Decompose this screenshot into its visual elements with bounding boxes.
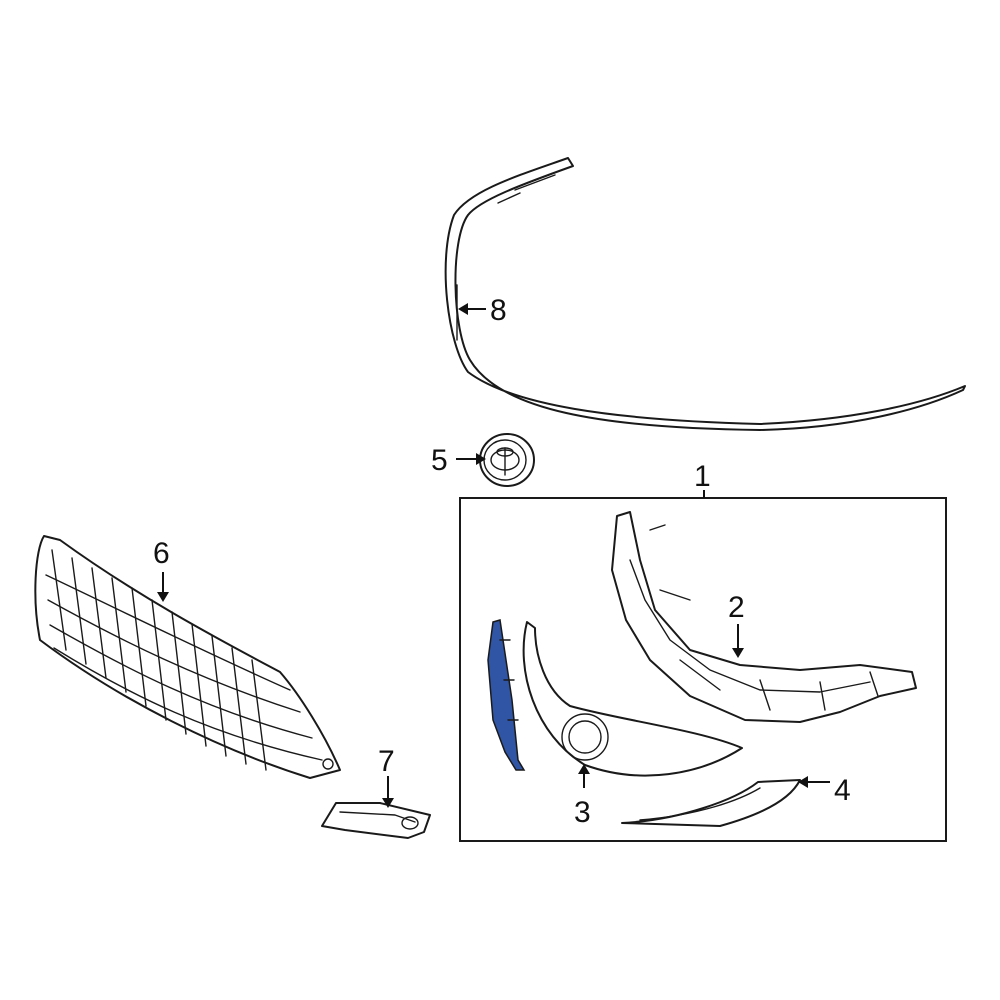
grille-bracket[interactable] [611,511,917,723]
hood-molding-strip[interactable] [444,157,966,431]
callout-7: 7 [378,745,395,778]
callout-3: 3 [574,796,591,829]
callout-8: 8 [490,294,507,327]
callout-1: 1 [694,460,711,493]
grille-mesh [45,549,323,771]
callout-2: 2 [728,591,745,624]
bracket-insert[interactable] [487,619,526,771]
leader-lines [157,303,830,808]
lower-molding[interactable] [621,779,801,827]
lower-grille[interactable] [34,535,341,779]
callout-6: 6 [153,537,170,570]
callout-5: 5 [431,444,448,477]
upper-grille-cover[interactable] [522,621,743,777]
callout-4: 4 [834,774,851,807]
fog-lamp-bezel[interactable] [321,802,431,839]
emblem[interactable] [479,433,535,487]
